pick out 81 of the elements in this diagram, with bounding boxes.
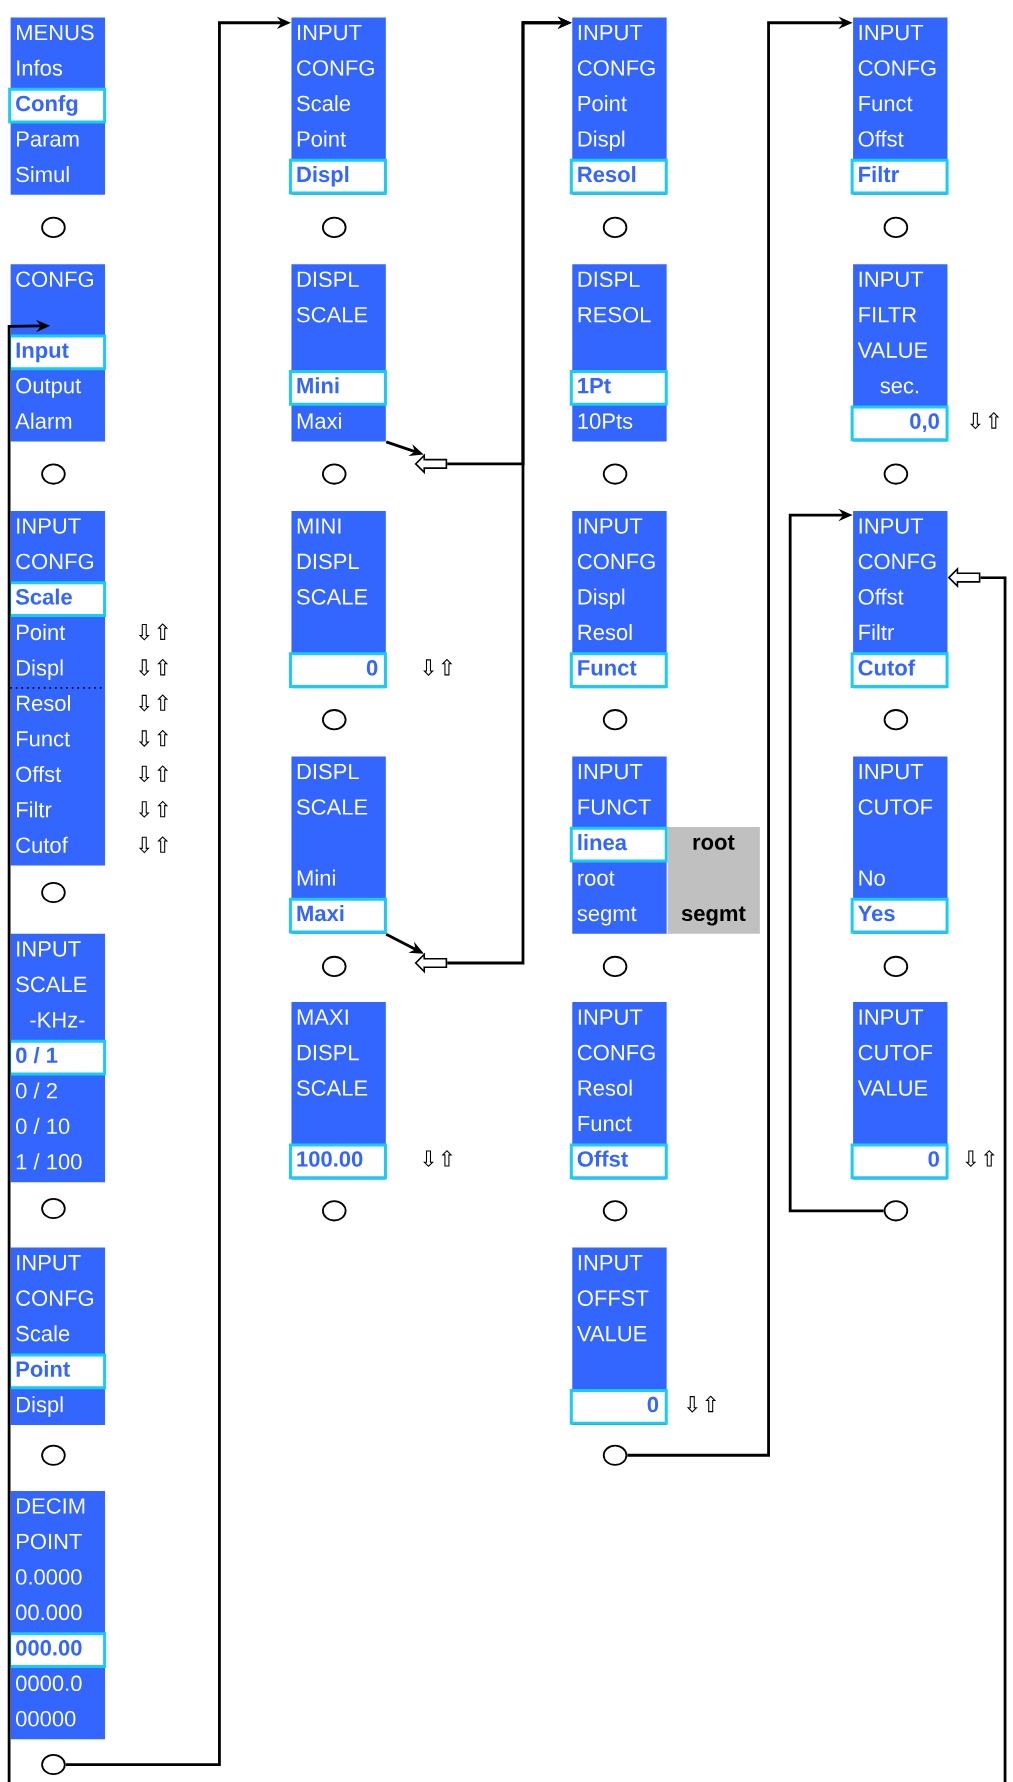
highlight-field: 0	[569, 1389, 668, 1425]
highlight-field: Input	[8, 334, 107, 371]
highlight-field: Offst	[569, 1143, 668, 1180]
circle-symbol	[883, 709, 909, 731]
connector-line	[980, 576, 1007, 1782]
circle-symbol	[883, 216, 909, 238]
circle-symbol	[41, 463, 66, 485]
up-down-keys-symbol: ⇩⇧	[965, 1150, 995, 1168]
circle-symbol	[41, 216, 66, 238]
highlight-field: 1Pt	[569, 370, 668, 406]
up-down-keys-symbol: ⇩⇧	[423, 658, 453, 676]
highlight-field: Yes	[850, 897, 949, 934]
highlight-field: 0	[850, 1143, 949, 1180]
circle-symbol	[602, 1444, 628, 1466]
highlight-field: Mini	[289, 370, 387, 406]
up-down-keys-symbol: ⇩⇧	[138, 729, 169, 747]
up-down-keys-symbol: ⇩⇧	[423, 1150, 453, 1168]
circle-symbol	[602, 463, 628, 485]
highlight-field: 0 / 1	[8, 1039, 107, 1076]
circle-symbol	[883, 955, 909, 977]
up-down-keys-symbol: ⇩⇧	[138, 765, 169, 783]
up-down-keys-symbol: ⇩⇧	[138, 694, 169, 712]
display-screen: DISPL RESOL 1Pt 10Pts	[569, 264, 668, 442]
display-screen: INPUT CONFG Resol Funct Offst	[569, 1002, 668, 1180]
circle-symbol	[322, 463, 347, 485]
up-down-keys-symbol: ⇩⇧	[138, 800, 169, 818]
highlight-field: Funct	[569, 652, 668, 688]
circle-symbol	[322, 709, 347, 731]
circle-symbol	[322, 216, 347, 238]
display-screen: INPUT CONFG Funct Offst Filtr	[850, 17, 949, 195]
circle-symbol	[41, 1753, 66, 1776]
display-screen: INPUT CONFG Displ Resol Funct	[569, 510, 668, 689]
highlight-field: Displ	[289, 158, 387, 195]
highlight-field: Point	[8, 1353, 107, 1390]
display-screen: INPUT CUTOF VALUE 0	[850, 1002, 949, 1180]
highlight-field: 000.00	[8, 1632, 107, 1668]
display-screen: CONFG Input Output Alarm	[8, 264, 107, 442]
circle-symbol	[322, 955, 347, 977]
circle-symbol	[41, 1444, 66, 1466]
highlight-field: Filtr	[850, 158, 949, 195]
highlight-field: Scale	[8, 581, 107, 618]
up-down-keys-symbol: ⇩⇧	[138, 836, 169, 854]
display-screen: INPUT CONFG Scale Point Displ Resol Funct Offst Filtr Cutof	[8, 510, 107, 866]
highlight-field: 0,0	[850, 405, 949, 442]
connector-arrow	[788, 508, 884, 1213]
circle-symbol	[41, 1198, 66, 1220]
highlight-field: Cutof	[850, 652, 949, 688]
up-down-keys-symbol: ⇩⇧	[138, 623, 169, 641]
up-down-keys-symbol: ⇩⇧	[686, 1395, 717, 1413]
highlight-field: Confg	[8, 87, 107, 124]
display-screen: INPUT CONFG Scale Point Displ	[8, 1247, 107, 1425]
display-screen: DECIM POINT 0.0000 00.000 000.00 0000.0 00000	[8, 1490, 107, 1740]
display-screen: INPUT SCALE -KHz- 0 / 1 0 / 2 0 / 10 1 / 100	[8, 933, 107, 1183]
circle-symbol	[602, 709, 628, 731]
circle-symbol	[602, 1200, 628, 1222]
display-screen: DISPL SCALE Mini Maxi	[289, 756, 387, 934]
display-screen: INPUT CUTOF No Yes	[850, 756, 949, 934]
highlight-field: 0	[289, 652, 387, 688]
circle-symbol	[602, 216, 628, 238]
display-screen: MINI DISPL SCALE 0	[289, 510, 387, 689]
up-down-keys-symbol: ⇩⇧	[138, 658, 169, 676]
highlight-field: Maxi	[289, 897, 387, 934]
circle-symbol	[322, 1200, 347, 1222]
circle-symbol	[883, 1200, 909, 1222]
display-screen: INPUT FUNCT linea root segmt	[569, 756, 668, 934]
display-screen: INPUT FILTR VALUE sec. 0,0	[850, 264, 949, 442]
display-screen: INPUT CONFG Scale Point Displ	[289, 17, 387, 195]
circle-symbol	[602, 955, 628, 977]
highlight-field: 100.00	[289, 1143, 387, 1180]
display-screen: MENUS Infos Confg Param Simul	[8, 17, 107, 195]
highlight-field: Resol	[569, 158, 668, 195]
highlight-field: linea	[569, 826, 668, 863]
option-panel: root segmt	[667, 826, 760, 934]
display-screen: INPUT CONFG Point Displ Resol	[569, 17, 668, 195]
display-screen: MAXI DISPL SCALE 100.00	[289, 1002, 387, 1180]
circle-symbol	[41, 881, 66, 904]
up-down-keys-symbol: ⇩⇧	[969, 412, 1000, 430]
display-screen: INPUT CONFG Offst Filtr Cutof	[850, 510, 949, 689]
display-screen: DISPL SCALE Mini Maxi	[289, 264, 387, 442]
circle-symbol	[883, 463, 909, 485]
display-screen: INPUT OFFST VALUE 0	[569, 1247, 668, 1425]
